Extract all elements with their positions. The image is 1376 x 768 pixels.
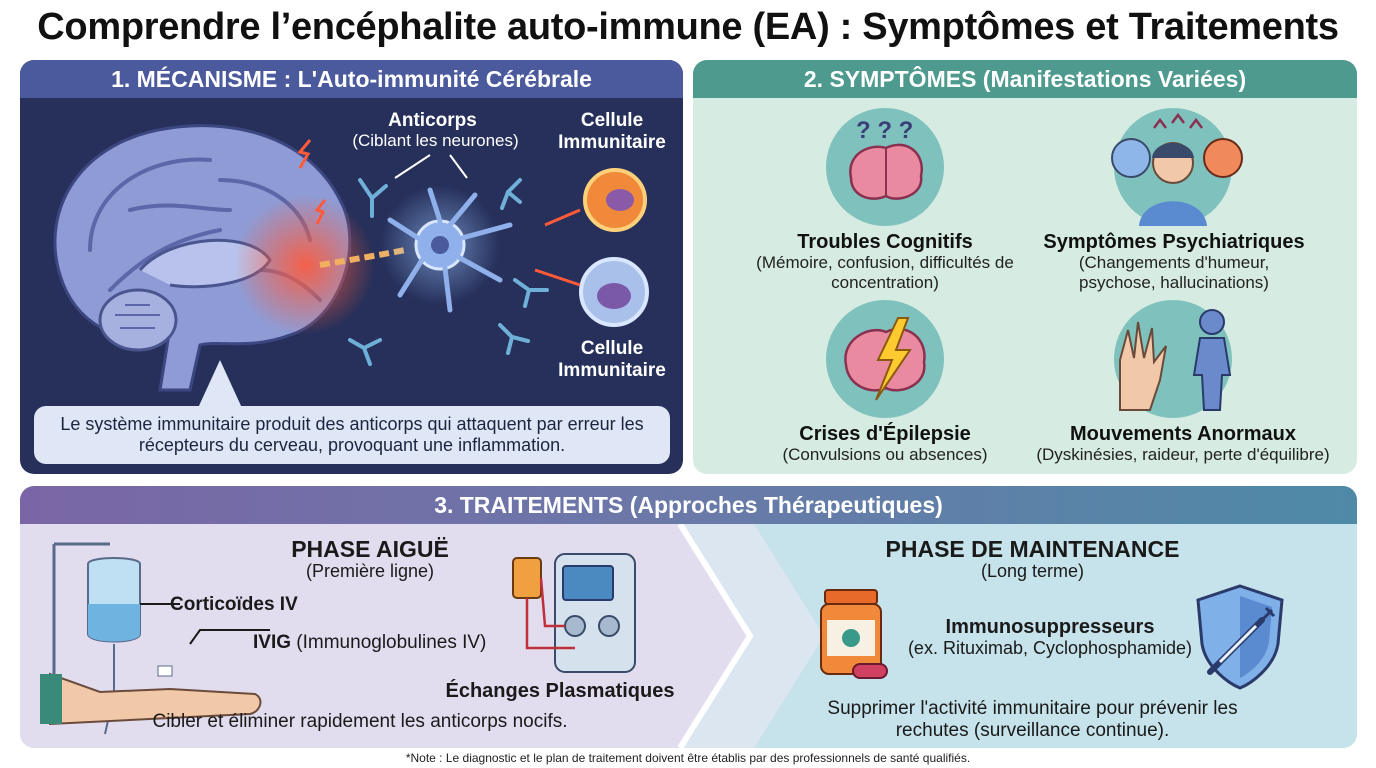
treatments-panel: 3. TRAITEMENTS (Approches Thérapeutiques… [20,486,1357,748]
symptom-cognitive-title: Troubles Cognitifs [797,231,973,253]
plasma-exchange-label: Échanges Plasmatiques [445,680,675,702]
symptoms-header: 2. SYMPTÔMES (Manifestations Variées) [693,60,1357,98]
immunosuppressants-sublabel: (ex. Rituximab, Cyclophosphamide) [907,638,1193,658]
immune-cell-label-bottom: Cellule Immunitaire [558,338,666,381]
mechanism-panel: 1. MÉCANISME : L'Auto-immunité Cérébrale [20,60,683,474]
shield-syringe-icon [1196,584,1284,690]
maintenance-phase-caption: Supprimer l'activité immunitaire pour pr… [827,698,1238,741]
disclaimer-note: *Note : Le diagnostic et le plan de trai… [405,751,971,765]
maintenance-phase-sub: (Long terme) [980,561,1085,581]
symptom-movement-sub: (Dyskinésies, raideur, perte d'équilibre… [1036,445,1330,464]
acute-phase-caption: Cibler et éliminer rapidement les antico… [152,711,568,732]
svg-text:? ? ?: ? ? ? [856,117,913,144]
acute-phase-title: PHASE AIGUË [291,536,449,562]
plasma-exchange-machine-icon [512,553,636,673]
ivig-label: IVIG [253,632,292,653]
brain-illustration [53,124,649,408]
antibody-sublabel: (Ciblant les neurones) [352,131,519,150]
epilepsy-icon [826,300,944,418]
symptom-psychiatric-title: Symptômes Psychiatriques [1043,231,1305,253]
sad-face-icon [1111,138,1151,178]
symptom-cognitive-sub: (Mémoire, confusion, difficultés de conc… [756,253,1014,292]
symptom-epilepsy-sub: (Convulsions ou absences) [782,445,988,464]
iv-drip-illustration [40,542,270,735]
angry-face-icon [1203,138,1243,178]
ivig-label-row: IVIG (Immunoglobulines IV) [253,632,486,654]
symptom-epilepsy-title: Crises d'Épilepsie [799,423,971,445]
immune-cell-label-top: Cellule Immunitaire [558,110,666,153]
page-title: Comprendre l’encéphalite auto-immune (EA… [37,6,1339,48]
treatments-header: 3. TRAITEMENTS (Approches Thérapeutiques… [20,486,1357,524]
mechanism-header: 1. MÉCANISME : L'Auto-immunité Cérébrale [20,60,683,98]
corticoids-label: Corticoïdes IV [170,594,298,615]
pill-bottle-icon [820,589,888,679]
movement-icon [1114,300,1232,418]
maintenance-phase-title: PHASE DE MAINTENANCE [885,536,1180,562]
mechanism-caption-box: Le système immunitaire produit des antic… [34,406,670,464]
immunosuppressants-label: Immunosuppresseurs [945,616,1155,638]
antibody-label: Anticorps [388,110,477,131]
acute-phase-sub: (Première ligne) [305,561,435,581]
cognitive-icon: ? ? ? [826,108,944,226]
symptom-movement-title: Mouvements Anormaux [1070,423,1296,445]
mechanism-caption: Le système immunitaire produit des antic… [60,414,644,455]
symptom-psychiatric-sub: (Changements d'humeur, psychose, halluci… [1078,253,1270,292]
ivig-sublabel: (Immunoglobulines IV) [296,632,487,653]
symptoms-panel: 2. SYMPTÔMES (Manifestations Variées) ? … [693,60,1357,474]
